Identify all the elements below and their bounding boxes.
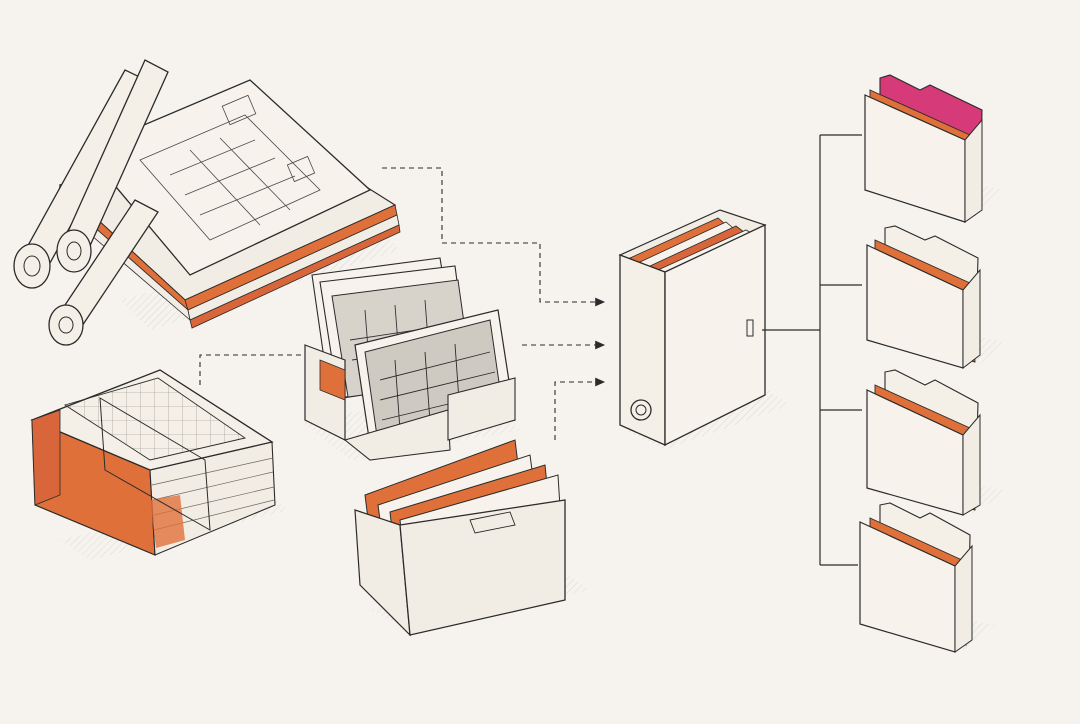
blueprint-rolls-icon bbox=[13, 59, 401, 346]
logbook-icon bbox=[30, 369, 290, 560]
photo-box-icon bbox=[300, 257, 520, 461]
file-box-icon bbox=[354, 439, 590, 637]
connector-logbook bbox=[199, 354, 305, 385]
connector-filebox bbox=[554, 377, 606, 440]
folder-icon bbox=[865, 369, 1005, 516]
folder-icon bbox=[864, 74, 1005, 223]
folder-icon bbox=[865, 225, 1005, 370]
output-connectors bbox=[762, 134, 862, 566]
folder-icon bbox=[859, 502, 995, 653]
input-connectors bbox=[199, 167, 606, 440]
connector-blueprints bbox=[382, 167, 606, 307]
binder-icon bbox=[618, 209, 790, 450]
